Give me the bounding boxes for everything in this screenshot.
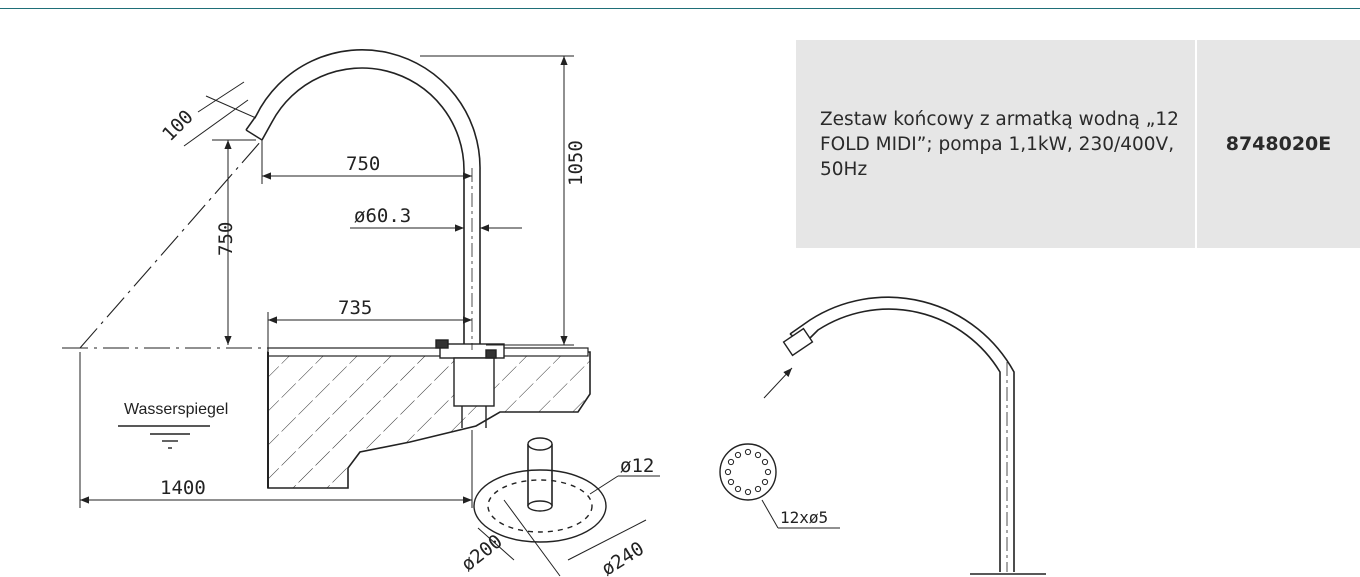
dim-diameter-12: ø12 xyxy=(620,455,654,477)
product-description: Zestaw końcowy z armatką wodną „12 FOLD … xyxy=(820,108,1179,180)
dim-750-vertical: 750 xyxy=(215,222,237,256)
dim-735: 735 xyxy=(338,297,372,319)
dim-750-horizontal: 750 xyxy=(346,153,380,175)
dim-1400: 1400 xyxy=(160,477,206,499)
product-code: 8748020E xyxy=(1225,133,1332,155)
dim-100: 100 xyxy=(158,106,198,146)
nozzle-holes xyxy=(724,448,772,496)
top-rule xyxy=(0,8,1360,9)
side-elevation xyxy=(62,49,660,577)
product-info-box: Zestaw końcowy z armatką wodną „12 FOLD … xyxy=(796,40,1360,248)
info-divider xyxy=(1195,40,1197,248)
water-level-label: Wasserspiegel xyxy=(124,401,228,418)
dim-diameter-200: ø200 xyxy=(457,530,507,576)
dim-diameter-pipe: ø60.3 xyxy=(354,205,411,227)
dim-holes: 12xø5 xyxy=(780,508,828,527)
perspective-view xyxy=(719,296,1046,575)
dim-diameter-240: ø240 xyxy=(598,537,648,577)
dim-1050: 1050 xyxy=(565,140,587,186)
